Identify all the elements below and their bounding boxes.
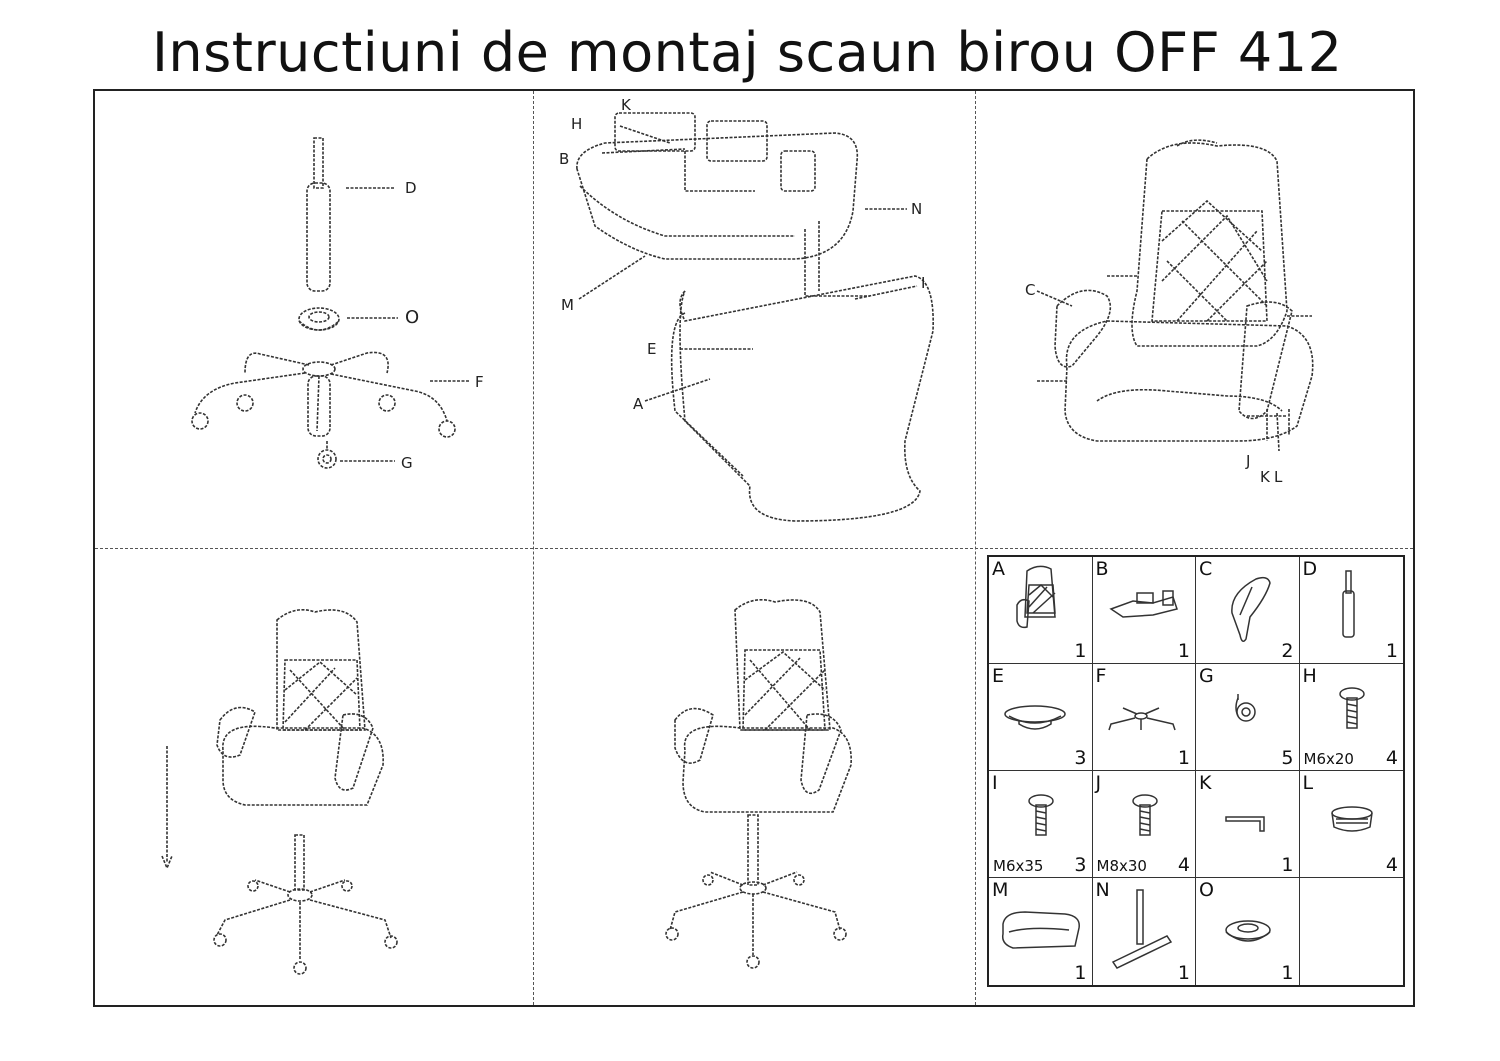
part-quantity: 3 bbox=[1074, 747, 1087, 769]
label-h: H bbox=[571, 115, 583, 133]
label-d: D bbox=[405, 179, 417, 197]
part-letter: N bbox=[1095, 879, 1110, 901]
step-1-base-assembly: D O F G bbox=[95, 91, 533, 548]
armrest-assembly-drawing bbox=[1036, 139, 1314, 452]
finished-chair-drawing bbox=[665, 599, 852, 969]
part-cell-empty bbox=[1300, 878, 1404, 985]
part-quantity: 1 bbox=[1177, 747, 1190, 769]
part-quantity: 1 bbox=[1281, 962, 1294, 984]
label-b: B bbox=[559, 150, 570, 168]
divider-h1 bbox=[95, 548, 1413, 549]
part-quantity: 1 bbox=[1074, 962, 1087, 984]
part-letter: L bbox=[1302, 772, 1314, 794]
part-letter: K bbox=[1199, 772, 1212, 794]
step-4-mount-on-base bbox=[95, 550, 533, 1005]
part-cell-i: I 3 M6x35 bbox=[989, 771, 1093, 878]
step-2-seat-backrest: K H B N M I E A bbox=[535, 91, 975, 548]
part-quantity: 5 bbox=[1281, 747, 1294, 769]
part-spec: M6x35 bbox=[993, 857, 1044, 875]
part-letter: C bbox=[1199, 558, 1213, 580]
label-f: F bbox=[475, 373, 484, 391]
label-a: A bbox=[633, 395, 644, 413]
page-title: Instructiuni de montaj scaun birou OFF 4… bbox=[152, 21, 1343, 84]
label-g: G bbox=[401, 454, 413, 472]
part-letter: E bbox=[992, 665, 1005, 687]
label-l: L bbox=[1274, 468, 1283, 486]
part-letter: I bbox=[992, 772, 998, 794]
part-letter: B bbox=[1095, 558, 1109, 580]
part-cell-j: J 4 M8x30 bbox=[1092, 771, 1196, 878]
part-quantity: 4 bbox=[1385, 747, 1398, 769]
label-k: K bbox=[621, 96, 631, 114]
step-5-finished-chair bbox=[535, 550, 975, 1005]
label-k2: K bbox=[1260, 468, 1270, 486]
part-quantity: 2 bbox=[1281, 640, 1294, 662]
label-e: E bbox=[647, 340, 657, 358]
label-j: J bbox=[1246, 452, 1251, 470]
chair-mount-drawing bbox=[161, 609, 398, 975]
instruction-frame bbox=[93, 89, 1415, 1007]
label-c: C bbox=[1025, 281, 1036, 299]
part-quantity: 3 bbox=[1074, 854, 1087, 876]
label-m: M bbox=[561, 296, 574, 314]
seat-backrest-drawing bbox=[576, 112, 934, 522]
part-letter: H bbox=[1302, 665, 1317, 687]
part-spec: M6x20 bbox=[1303, 750, 1354, 768]
part-quantity: 4 bbox=[1177, 854, 1190, 876]
part-letter: A bbox=[992, 558, 1005, 580]
part-letter: J bbox=[1095, 772, 1102, 794]
part-letter: D bbox=[1302, 558, 1318, 580]
part-cell-h: H 4 M6x20 bbox=[1299, 664, 1403, 771]
part-letter: O bbox=[1199, 879, 1214, 901]
part-letter: M bbox=[992, 879, 1009, 901]
part-letter: F bbox=[1095, 665, 1107, 687]
step-3-armrests: C J K L bbox=[977, 91, 1413, 548]
part-quantity: 1 bbox=[1177, 640, 1190, 662]
label-o: O bbox=[405, 307, 420, 328]
part-spec: M8x30 bbox=[1096, 857, 1147, 875]
part-quantity: 1 bbox=[1177, 962, 1190, 984]
part-quantity: 1 bbox=[1074, 640, 1087, 662]
label-i: I bbox=[921, 274, 926, 292]
label-n: N bbox=[911, 200, 923, 218]
part-letter: G bbox=[1199, 665, 1214, 687]
part-quantity: 4 bbox=[1385, 854, 1398, 876]
base-exploded-drawing bbox=[191, 137, 470, 469]
part-quantity: 1 bbox=[1281, 854, 1294, 876]
part-quantity: 1 bbox=[1385, 640, 1398, 662]
